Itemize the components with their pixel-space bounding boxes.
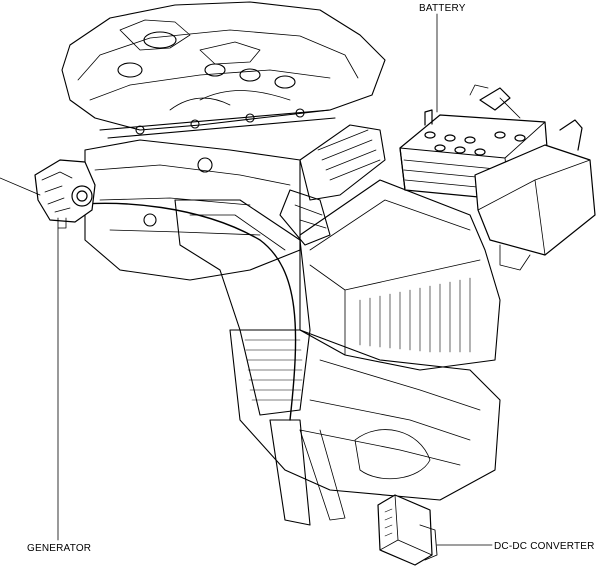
battery-label: BATTERY (419, 3, 466, 14)
generator-unit (0, 159, 96, 229)
junction-box (474, 119, 596, 271)
engine-head (61, 1, 386, 139)
engine-block (84, 139, 501, 526)
air-cleaner (299, 179, 501, 371)
air-duct (69, 199, 311, 421)
dcdc-converter-label: DC-DC CONVERTER (494, 541, 595, 552)
generator-label: GENERATOR (27, 543, 92, 554)
intake-hose (279, 124, 386, 246)
dcdc-converter-unit (377, 494, 493, 566)
